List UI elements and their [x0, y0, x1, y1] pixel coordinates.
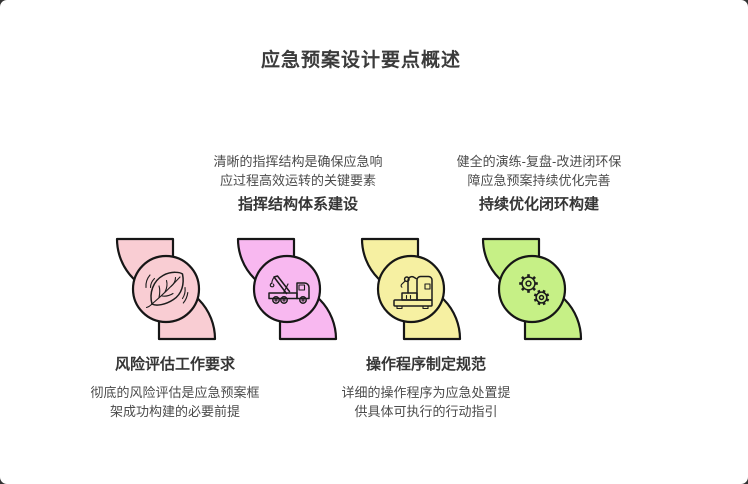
- rotor-graphic-command: [236, 237, 338, 341]
- window-corner: [741, 0, 748, 7]
- feature-title: 风险评估工作要求: [114, 356, 235, 373]
- machine-icon: [393, 275, 433, 310]
- feature-text-risk: 风险评估工作要求 彻底的风险评估是应急预案框 架成功构建的必要前提: [75, 355, 275, 421]
- feature-title: 持续优化闭环构建: [478, 196, 599, 213]
- rotor-shape: [481, 237, 583, 341]
- feature-description: 健全的演练-复盘-改进闭环保 障应急预案持续优化完善: [439, 153, 639, 190]
- rotor-graphic-optimize: [481, 237, 583, 341]
- window-corner: [0, 0, 7, 7]
- feature-title: 指挥结构体系建设: [237, 196, 358, 213]
- page-title: 应急预案设计要点概述: [260, 50, 461, 71]
- feature-description: 清晰的指挥结构是确保应急响 应过程高效运转的关键要素: [198, 153, 398, 190]
- rotor-shape: [360, 237, 462, 341]
- feature-description: 详细的操作程序为应急处置提 供具体可执行的行动指引: [326, 384, 526, 421]
- feature-desc-line: 彻底的风险评估是应急预案框: [90, 385, 260, 400]
- feature-desc-line: 详细的操作程序为应急处置提: [341, 385, 511, 400]
- feature-desc-line: 障应急预案持续优化完善: [467, 172, 611, 188]
- rotor-graphic-risk: [115, 237, 217, 341]
- rotor-graphic-procedure: [360, 237, 462, 341]
- gears-icon: [519, 274, 550, 306]
- feature-title: 操作程序制定规范: [365, 356, 486, 373]
- tow-truck-icon: [268, 275, 310, 304]
- feature-text-procedure: 操作程序制定规范 详细的操作程序为应急处置提 供具体可执行的行动指引: [326, 355, 526, 421]
- feature-desc-line: 健全的演练-复盘-改进闭环保: [456, 154, 622, 169]
- feature-desc-line: 清晰的指挥结构是确保应急响: [213, 154, 383, 169]
- feature-text-command: 清晰的指挥结构是确保应急响 应过程高效运转的关键要素 指挥结构体系建设: [198, 153, 398, 215]
- feature-desc-line: 供具体可执行的行动指引: [354, 403, 498, 419]
- window-corner: [0, 477, 7, 484]
- feature-text-optimize: 健全的演练-复盘-改进闭环保 障应急预案持续优化完善 持续优化闭环构建: [439, 153, 639, 215]
- feature-desc-line: 应过程高效运转的关键要素: [219, 172, 376, 188]
- feature-desc-line: 架成功构建的必要前提: [109, 403, 240, 419]
- leaf-icon: [145, 271, 189, 309]
- window-corner: [741, 477, 748, 484]
- feature-description: 彻底的风险评估是应急预案框 架成功构建的必要前提: [75, 384, 275, 421]
